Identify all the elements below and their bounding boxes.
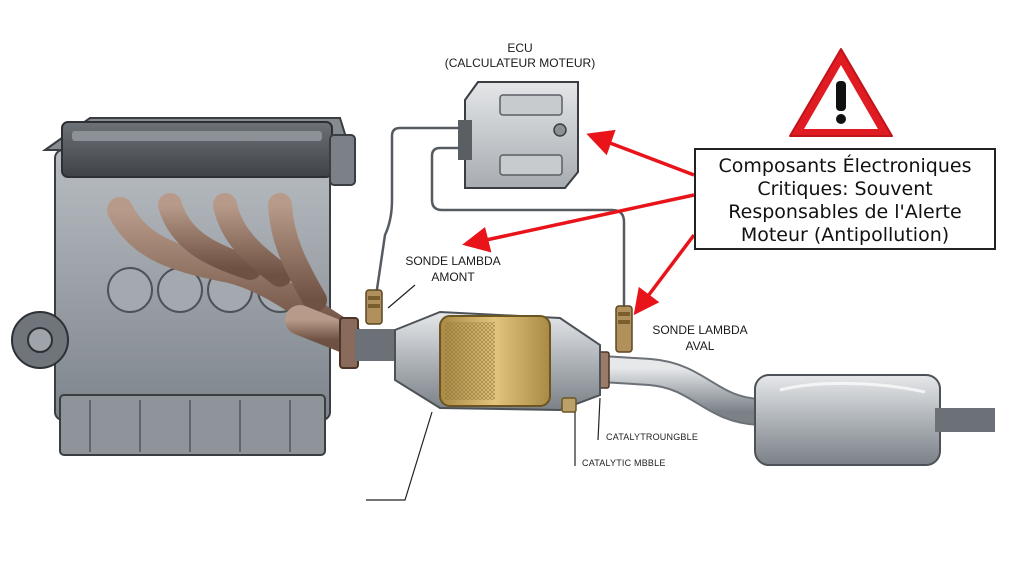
upstream-sensor-label-line2: AMONT: [431, 270, 475, 284]
warning-callout-box: Composants Électroniques Critiques: Souv…: [694, 148, 996, 250]
sensor-wiring: [374, 126, 626, 306]
downstream-sensor-label-line2: AVAL: [685, 339, 715, 353]
callout-line: Critiques: Souvent: [757, 178, 933, 200]
lambda-sensor-downstream: [615, 305, 633, 353]
callout-line: Moteur (Antipollution): [740, 224, 950, 246]
upstream-sensor-label-line1: SONDE LAMBDA: [405, 254, 501, 268]
upstream-sensor-label: SONDE LAMBDA AMONT: [378, 253, 528, 285]
callout-line: Responsables de l'Alerte: [728, 201, 962, 223]
lambda-sensor-upstream: [365, 289, 383, 325]
ecu-module: [458, 81, 579, 189]
muffler: [754, 374, 995, 466]
leader-lines: [366, 284, 601, 501]
exhaust-manifold: [107, 193, 365, 369]
callout-line: Composants Électroniques: [718, 155, 972, 177]
downstream-sensor-label-line1: SONDE LAMBDA: [652, 323, 748, 337]
callout-arrows: [462, 129, 696, 316]
catalyst-label-1: CATALYTROUNGBLE: [606, 432, 699, 442]
ecu-subtitle: (CALCULATEUR MOTEUR): [444, 56, 596, 70]
exhaust-pipe: [355, 329, 800, 426]
warning-triangle-icon: [789, 48, 893, 137]
downstream-sensor-label: SONDE LAMBDA AVAL: [630, 322, 770, 354]
catalyst-label-2: CATALYTIC MBBLE: [582, 458, 666, 468]
ecu-title: ECU: [507, 41, 533, 55]
ecu-label: ECU (CALCULATEUR MOTEUR): [420, 41, 620, 71]
catalytic-converter: [394, 310, 601, 413]
